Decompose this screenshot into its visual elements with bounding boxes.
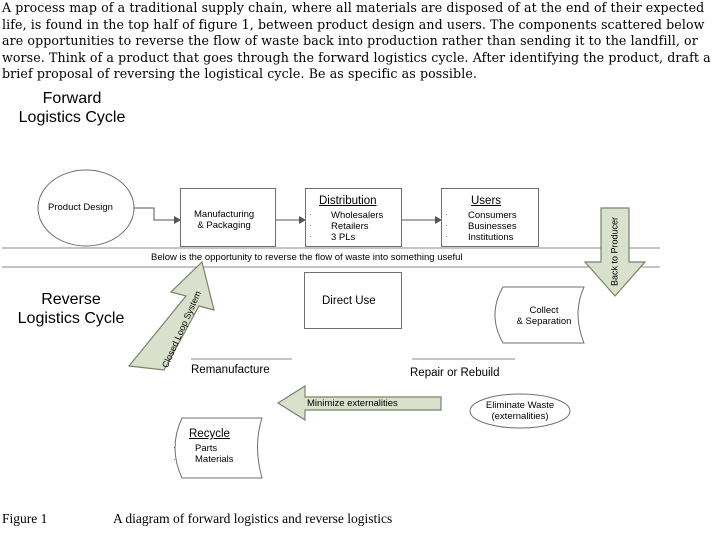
recycle-item: Parts (195, 443, 218, 454)
manufacturing-label: Manufacturing & Packaging (194, 209, 254, 231)
figure-label: Figure 1 (2, 511, 48, 526)
recycle-item: Materials (195, 454, 234, 465)
bullet: · (445, 221, 448, 230)
title-line: Logistics Cycle (17, 310, 125, 327)
label-line: & Separation (516, 316, 572, 327)
title-line: Reverse (41, 291, 101, 308)
distribution-item: Wholesalers (331, 210, 384, 221)
product-design-label: Product Design (48, 202, 113, 213)
intro-line: are opportunities to reverse the flow of… (2, 33, 698, 49)
remanufacture-label: Remanufacture (191, 364, 270, 376)
users-item: Businesses (468, 221, 517, 232)
connector-arrow (134, 207, 174, 221)
arrowhead (174, 216, 181, 224)
collect-label: Collect & Separation (502, 305, 586, 327)
label-line: Eliminate Waste (485, 400, 555, 411)
users-box: Users · · · Consumers Businesses Institu… (441, 188, 539, 247)
minimize-label: Minimize externalities (307, 398, 398, 409)
bullet: · (309, 210, 312, 219)
title-line: Forward (42, 90, 102, 107)
intro-line: A process map of a traditional supply ch… (2, 0, 705, 15)
direct-use-label: Direct Use (322, 295, 376, 307)
bullet: · (309, 221, 312, 230)
bullet: · (445, 210, 448, 219)
intro-line: worse. Think of a product that goes thro… (2, 49, 711, 65)
distribution-box: Distribution · · · Wholesalers Retailers… (305, 188, 402, 247)
forward-logistics-title: Forward Logistics Cycle (6, 89, 138, 127)
recycle-header: Recycle (189, 428, 230, 440)
reverse-logistics-title: Reverse Logistics Cycle (4, 290, 138, 328)
distribution-item: 3 PLs (331, 232, 356, 243)
title-line: Logistics Cycle (18, 109, 126, 126)
intro-paragraph: A process map of a traditional supply ch… (2, 0, 718, 83)
back-to-producer-arrow (583, 207, 647, 297)
label-line: Manufacturing (194, 209, 255, 220)
users-item: Institutions (468, 232, 514, 243)
recycle-shape (174, 417, 263, 479)
repair-label: Repair or Rebuild (410, 367, 500, 379)
figure-caption: A diagram of forward logistics and rever… (113, 511, 393, 526)
divider-text: Below is the opportunity to reverse the … (151, 252, 463, 263)
label-line: (externalities) (491, 411, 549, 422)
eliminate-waste-ellipse (469, 393, 571, 429)
collect-shape (494, 286, 585, 344)
intro-line: brief proposal of reversing the logistic… (2, 66, 477, 82)
users-item: Consumers (468, 210, 517, 221)
users-header: Users (471, 195, 502, 207)
direct-use-box: Direct Use (304, 272, 402, 329)
bullet: · (173, 455, 176, 464)
bullet: · (173, 443, 176, 452)
back-to-producer-label: Back to Producer (609, 216, 620, 287)
minimize-externalities-arrow (276, 384, 442, 422)
label-line: & Packaging (197, 220, 251, 231)
bullet: · (445, 232, 448, 241)
intro-line: life, is found in the top half of figure… (2, 16, 705, 32)
label-line: Collect (529, 305, 559, 316)
bullet: · (309, 232, 312, 241)
arrowhead (299, 216, 306, 224)
distribution-header: Distribution (319, 195, 377, 207)
arrowhead (435, 216, 442, 224)
eliminate-label: Eliminate Waste (externalities) (470, 400, 570, 422)
manufacturing-box: Manufacturing & Packaging (180, 188, 276, 247)
distribution-item: Retailers (331, 221, 369, 232)
closed-loop-arrow (127, 260, 215, 371)
